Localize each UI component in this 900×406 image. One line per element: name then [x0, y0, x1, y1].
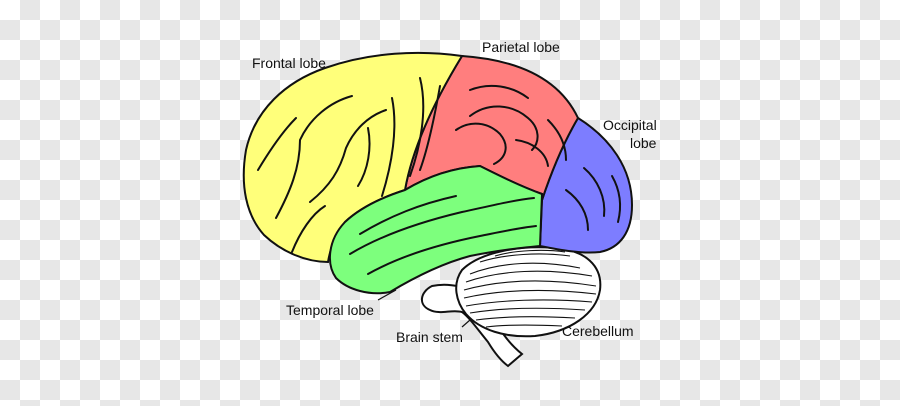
brain-folds [257, 77, 621, 275]
label-frontal-lobe: Frontal lobe [252, 55, 326, 71]
label-occipital-lobe-line1: Occipital [603, 117, 657, 133]
leader-lines [377, 289, 471, 328]
label-occipital-lobe-line2: lobe [630, 135, 657, 151]
label-cerebellum: Cerebellum [562, 323, 634, 339]
temporal-lobe [329, 164, 544, 295]
label-parietal-lobe: Parietal lobe [482, 39, 560, 55]
label-brain-stem: Brain stem [396, 329, 463, 345]
label-temporal-lobe: Temporal lobe [286, 302, 374, 318]
leader-temporal [377, 289, 397, 301]
leader-brain-stem [461, 319, 471, 328]
cerebellum-shape [455, 246, 602, 338]
